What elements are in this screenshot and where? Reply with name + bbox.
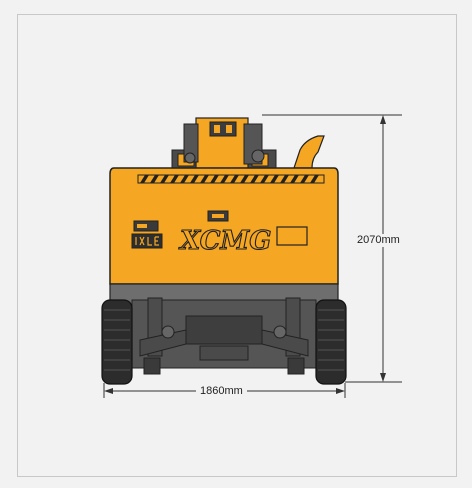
engine-assembly	[171, 117, 277, 171]
axle-housing	[185, 315, 263, 345]
height-arrow-top	[380, 115, 386, 124]
width-arrow-left	[104, 388, 113, 394]
width-label: 1860mm	[196, 385, 247, 398]
upper-body: XCMG	[109, 167, 339, 285]
right-tire	[315, 299, 347, 385]
air-intake	[293, 135, 325, 169]
brand-logo: XCMG	[178, 226, 271, 256]
plate-frame	[276, 226, 308, 246]
height-label: 2070mm	[356, 234, 401, 247]
undercarriage	[131, 297, 317, 375]
left-tire	[101, 299, 133, 385]
width-arrow-right	[336, 388, 345, 394]
height-dimension	[262, 114, 402, 383]
height-arrow-bottom	[380, 373, 386, 382]
